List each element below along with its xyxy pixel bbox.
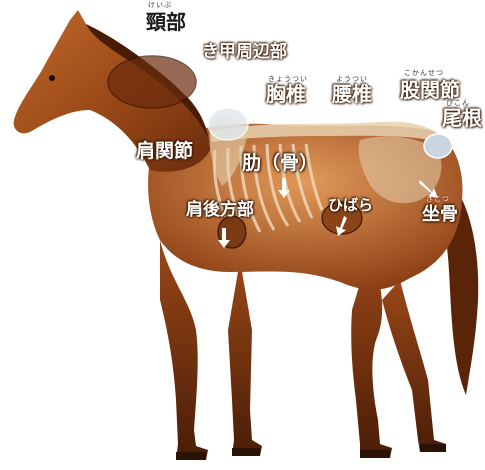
tail-label: 尾根 [442,108,482,128]
hip-label: 股関節 [400,80,460,100]
hind-leg-far [382,280,446,452]
ischium-ruby: ざこつ [426,196,450,203]
front-leg-near [160,240,208,460]
thoracic-label: 胸椎 [266,84,306,104]
neck-ruby: けいぶ [148,2,172,9]
lumbar-label: 腰椎 [332,84,372,104]
ribs-label: 肋（骨） [242,154,318,173]
horse-eye [49,75,55,81]
hooves [176,444,446,460]
withers-region-oval [208,108,248,140]
shoulder-back-oval [218,216,246,248]
withers-label: き甲周辺部 [202,44,287,61]
ischium-label: 坐骨 [422,206,458,224]
neck-label: 頸部 [146,12,186,32]
shoulder-label: 肩関節 [136,142,193,161]
hip-ruby: こかんせつ [404,70,444,77]
neck-region-oval [108,56,196,108]
front-leg-far [228,260,262,456]
hip-joint-circle [424,134,452,158]
flank-label: ひばら [328,198,373,213]
back-shoulder-label: 肩後方部 [186,202,254,219]
